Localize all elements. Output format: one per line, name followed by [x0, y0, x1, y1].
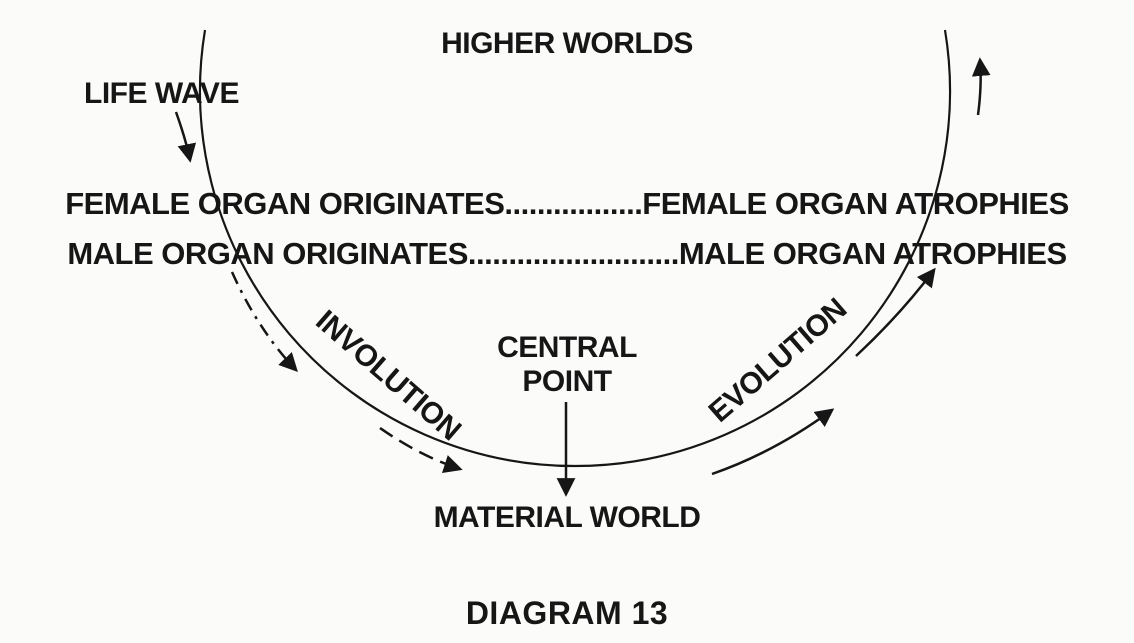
central-point-label-line2: POINT — [522, 365, 612, 398]
central-point-label-line1: CENTRAL — [497, 331, 637, 364]
evolution-lower-up-arrow — [711, 408, 835, 476]
male-organ-row: MALE ORGAN ORIGINATES...................… — [67, 236, 1067, 271]
involution-descent-dashed-arrow — [230, 271, 298, 373]
female-organ-row: FEMALE ORGAN ORIGINATES.................… — [65, 186, 1069, 221]
diagram-caption: DIAGRAM 13 — [465, 595, 669, 631]
evolution-mid-up-arrow — [855, 267, 936, 357]
life-wave-label: LIFE WAVE — [84, 77, 239, 110]
higher-worlds-label: HIGHER WORLDS — [441, 27, 693, 60]
life-wave-arc — [198, 29, 952, 468]
material-world-label: MATERIAL WORLD — [433, 501, 701, 534]
evolution-top-up-arrow — [971, 57, 991, 116]
life-wave-down-arrow — [174, 111, 197, 163]
involution-lower-dashed-arrow — [379, 426, 463, 473]
